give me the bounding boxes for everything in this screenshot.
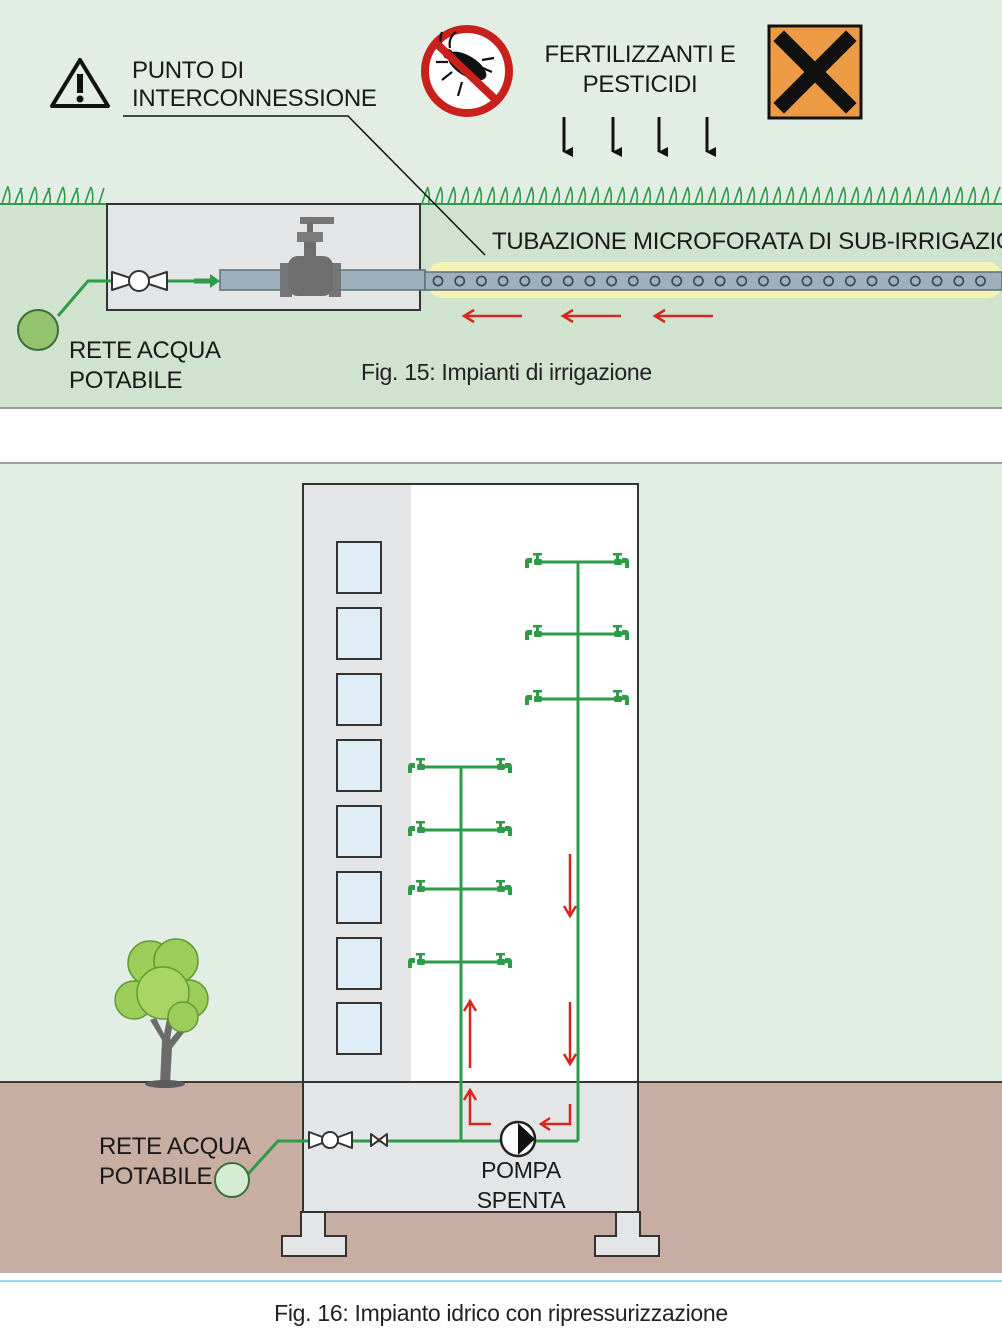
harmful-hazard-icon <box>767 24 863 120</box>
flow-arrow-left <box>538 1104 572 1132</box>
flow-arrow-down-1 <box>562 854 578 919</box>
window <box>336 607 382 660</box>
faucet-icon <box>496 953 512 968</box>
fig16-network-label-1: RETE ACQUA <box>99 1133 251 1160</box>
pipe-hole <box>844 275 856 287</box>
fig15-network-label-2: POTABILE <box>69 367 182 394</box>
flow-arrow-up-2 <box>462 1087 491 1126</box>
pipe-hole <box>758 275 769 287</box>
pipe-hole <box>541 275 552 287</box>
pipe-hole <box>693 275 704 287</box>
fig15-network-node <box>17 309 59 351</box>
pipe-hole <box>562 275 574 287</box>
check-valve-icon <box>308 1131 388 1149</box>
pipe-hole <box>910 275 921 287</box>
window <box>336 805 382 858</box>
pipe-hole <box>454 275 466 287</box>
pipe-hole <box>649 275 661 287</box>
pipe-holes <box>432 275 986 287</box>
pipe-hole <box>866 275 878 287</box>
faucet-icon <box>525 553 542 568</box>
pipe-hole <box>584 275 596 287</box>
interconnection-label-2: INTERCONNESSIONE <box>132 85 377 112</box>
window <box>336 673 382 726</box>
window <box>336 541 382 594</box>
pipe-hole <box>432 275 444 287</box>
flow-arrow-up-1 <box>462 998 478 1068</box>
pipe-hole <box>888 275 900 287</box>
fig16-network-label-2: POTABILE <box>99 1163 212 1190</box>
pipe-hole <box>475 275 487 287</box>
faucet-icon <box>496 821 512 836</box>
fig16-flow-arrows <box>462 854 578 1132</box>
window <box>336 937 382 990</box>
pipe-hole <box>823 275 834 287</box>
pipe-label: TUBAZIONE MICROFORATA DI SUB-IRRIGAZIONE <box>492 228 1002 255</box>
flow-arrow-down-2 <box>562 1002 578 1067</box>
fig15-irrigation-diagram: PUNTO DI INTERCONNESSIONE FERTILIZZANTI … <box>0 0 1002 409</box>
fig15-caption: Fig. 15: Impianti di irrigazione <box>361 359 652 385</box>
backflow-arrow-1 <box>461 308 522 324</box>
supply-line <box>246 1139 578 1176</box>
fig15-flow-arrow-head <box>210 274 220 288</box>
faucet-icon <box>408 758 425 773</box>
window <box>336 871 382 924</box>
pipe-hole <box>975 275 986 287</box>
pipe-hole <box>736 275 748 287</box>
pump-label-1: POMPA <box>481 1157 562 1183</box>
gate-valve-icon <box>280 217 341 297</box>
faucet-icon <box>408 880 425 895</box>
pipe-hole <box>519 275 531 287</box>
footing-left <box>281 1211 347 1257</box>
faucet-icon <box>613 553 629 568</box>
no-insects-icon <box>421 25 513 117</box>
faucet-icon <box>525 690 542 705</box>
faucet-icon <box>613 690 629 705</box>
chemicals-label-2: PESTICIDI <box>583 71 698 98</box>
window <box>336 1002 382 1055</box>
faucet-icon <box>496 880 512 895</box>
fig16-network-node <box>214 1162 250 1198</box>
interconnection-box <box>106 203 421 311</box>
pump-icon <box>499 1120 537 1158</box>
building-windows <box>336 541 382 1055</box>
interconnection-leader-line <box>123 115 486 256</box>
backflow-arrow-3 <box>652 308 713 324</box>
pipe-hole <box>779 275 791 287</box>
faucet-icon <box>496 758 512 773</box>
faucet-branches <box>408 553 629 968</box>
faucet-icon <box>525 625 542 640</box>
tree-icon <box>114 938 209 1088</box>
fig15-backflow-arrows <box>461 308 713 324</box>
pipe-hole <box>497 275 509 287</box>
chemical-arrows <box>562 117 716 157</box>
warning-icon <box>50 58 110 108</box>
chemicals-label-1: FERTILIZZANTI E <box>544 41 735 68</box>
pump-label-2: SPENTA <box>477 1187 566 1213</box>
valve-icon <box>111 270 168 292</box>
pipe-hole <box>801 275 813 287</box>
pipe-hole <box>931 275 943 287</box>
pipe-hole <box>606 275 617 287</box>
faucet-icon <box>408 953 425 968</box>
faucet-icon <box>408 821 425 836</box>
interconnection-label-1: PUNTO DI <box>132 57 244 84</box>
fig16-repressurization-diagram: POMPA SPENTA RETE ACQUA POTABILE Fig. 16… <box>0 462 1002 1326</box>
footing-right <box>594 1211 660 1257</box>
pipe-hole <box>714 275 726 287</box>
pipe-hole <box>953 275 965 287</box>
window <box>336 739 382 792</box>
pipe-hole <box>671 275 683 287</box>
backflow-arrow-2 <box>560 308 621 324</box>
fig15-network-label-1: RETE ACQUA <box>69 337 221 364</box>
grass-left <box>1 185 105 205</box>
fig16-caption: Fig. 16: Impianto idrico con ripressuriz… <box>274 1300 728 1326</box>
faucet-icon <box>613 625 629 640</box>
pipe-hole <box>627 275 639 287</box>
